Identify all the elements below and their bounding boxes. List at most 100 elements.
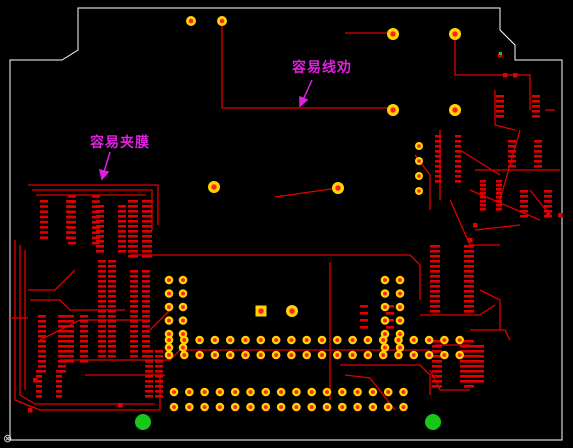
smd-pad xyxy=(68,221,76,224)
smd-pad xyxy=(520,190,528,193)
smd-pad xyxy=(435,180,441,183)
smd-pad xyxy=(534,140,542,143)
smd-pad xyxy=(534,155,542,158)
smd-pad xyxy=(464,310,474,313)
smd-pad xyxy=(38,340,46,343)
smd-pad xyxy=(508,160,516,163)
smd-pad xyxy=(38,360,46,363)
smd-pad xyxy=(455,145,461,148)
pad-drill xyxy=(398,291,402,296)
smd-pad xyxy=(66,325,74,328)
smd-pad xyxy=(96,210,104,213)
smd-pad xyxy=(128,215,138,218)
smd-pad xyxy=(534,165,542,168)
smd-pad xyxy=(435,175,441,178)
pad-drill xyxy=(401,390,406,394)
pad-drill xyxy=(289,353,294,357)
smd-pad xyxy=(130,345,138,348)
smd-pad xyxy=(98,305,106,308)
smd-pad xyxy=(142,325,150,328)
smd-pad xyxy=(108,295,116,298)
smd-pad xyxy=(68,226,76,229)
pad-drill xyxy=(228,338,233,342)
smd-pad xyxy=(98,345,106,348)
smd-pad xyxy=(430,280,440,283)
smd-pad xyxy=(480,188,486,191)
smd-pad xyxy=(532,100,540,103)
smd-pad xyxy=(520,210,528,213)
smd-pad xyxy=(38,335,46,338)
pad-drill xyxy=(398,345,402,350)
smd-pad xyxy=(155,370,163,373)
smd-pad xyxy=(98,330,106,333)
smd-pad xyxy=(432,385,442,388)
pad-drill xyxy=(370,390,375,394)
smd-pad xyxy=(96,240,104,243)
smd-pad xyxy=(360,312,368,315)
smd-pad xyxy=(520,200,528,203)
smd-pad xyxy=(36,395,42,398)
smd-pad xyxy=(130,275,138,278)
smd-pad xyxy=(155,385,163,388)
smd-pad xyxy=(464,250,474,253)
pad-drill xyxy=(365,338,370,342)
smd-pad xyxy=(508,140,516,143)
smd-pad xyxy=(40,226,48,229)
smd-pad xyxy=(474,350,484,353)
mounting-hole[interactable] xyxy=(425,414,441,430)
pad-drill xyxy=(167,345,171,350)
smd-pad xyxy=(142,295,150,298)
smd-pad xyxy=(496,180,502,183)
smd-pad xyxy=(432,365,442,368)
smd-pad xyxy=(142,200,152,203)
pad-drill xyxy=(182,353,187,357)
smd-pad xyxy=(534,150,542,153)
smd-pad xyxy=(435,150,441,153)
smd-pad xyxy=(40,200,48,203)
smd-pad xyxy=(108,270,116,273)
smd-pad xyxy=(360,319,368,322)
smd-pad xyxy=(435,160,441,163)
smd-pad xyxy=(435,135,441,138)
pad-drill xyxy=(398,305,402,309)
smd-pad xyxy=(464,275,474,278)
smd-pad xyxy=(36,380,42,383)
smd-pad xyxy=(130,355,138,358)
pad-drill xyxy=(167,278,171,282)
smd-pad xyxy=(474,375,484,378)
smd-pad xyxy=(496,110,504,113)
smd-pad xyxy=(56,370,62,373)
smd-pad xyxy=(142,235,152,238)
pad-drill xyxy=(243,353,248,357)
smd-pad xyxy=(56,380,62,383)
pad-drill xyxy=(233,390,238,394)
smd-pad xyxy=(360,326,368,329)
smd-pad xyxy=(142,335,150,338)
smd-pad xyxy=(40,210,48,213)
smd-pad xyxy=(130,280,138,283)
mounting-hole[interactable] xyxy=(135,414,151,430)
smd-pad xyxy=(98,260,106,263)
pad-drill xyxy=(381,353,386,357)
smd-pad xyxy=(68,210,76,214)
smd-pad xyxy=(38,330,46,333)
pad-drill xyxy=(309,405,314,409)
smd-pad xyxy=(118,230,126,233)
smd-pad xyxy=(145,375,153,378)
pad-drill xyxy=(248,405,253,409)
smd-pad xyxy=(96,225,104,228)
pad-drill xyxy=(398,332,402,336)
smd-pad xyxy=(142,210,152,213)
smd-pad xyxy=(435,170,441,173)
smd-pad xyxy=(496,95,504,98)
smd-pad xyxy=(118,403,123,408)
annotation-left: 容易夹膜 xyxy=(90,135,150,151)
smd-pad xyxy=(508,165,516,168)
smd-pad xyxy=(430,310,440,313)
smd-pad xyxy=(130,340,138,343)
smd-pad xyxy=(68,241,76,245)
smd-pad xyxy=(130,300,138,303)
smd-pad xyxy=(66,360,74,363)
smd-pad xyxy=(460,370,470,373)
